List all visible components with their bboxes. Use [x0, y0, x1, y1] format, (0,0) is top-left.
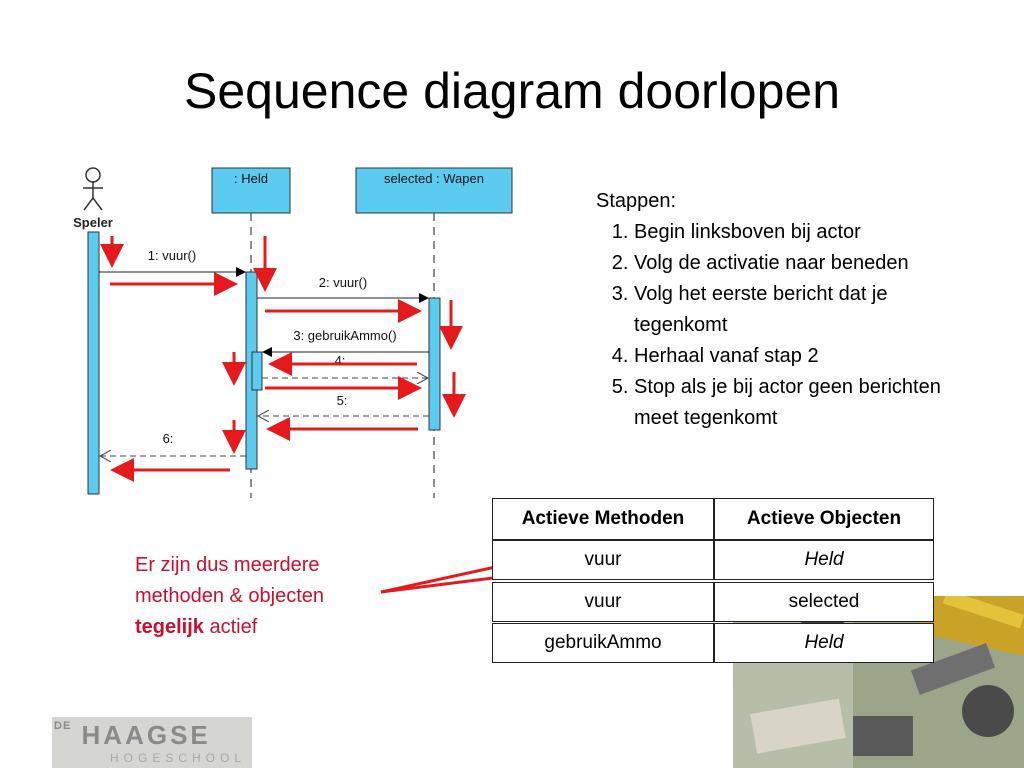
message-6-label: 6:	[163, 431, 174, 446]
note-bold: tegelijk	[135, 616, 204, 638]
activation-held-nested	[251, 351, 263, 391]
table-cell: vuur	[492, 540, 714, 580]
steps-list: Stappen: Begin linksboven bij actor Volg…	[596, 186, 976, 434]
message-3-label: 3: gebruikAmmo()	[293, 328, 396, 343]
table-header-methoden: Actieve Methoden	[492, 498, 714, 540]
note-text: Er zijn dus meerdere methoden & objecten…	[135, 550, 395, 643]
table-cell: gebruikAmmo	[492, 623, 714, 663]
step-item: Begin linksboven bij actor	[634, 217, 976, 248]
steps-heading: Stappen:	[596, 190, 677, 212]
message-4-label: 4:	[335, 353, 346, 368]
lifeline-label-wapen: selected : Wapen	[384, 171, 484, 186]
page-title: Sequence diagram doorlopen	[183, 63, 841, 119]
logo-main: HAAGSE	[81, 720, 211, 750]
table-cell: selected	[714, 582, 934, 622]
table-cell: Held	[714, 623, 934, 663]
step-item: Herhaal vanaf stap 2	[634, 341, 976, 372]
activation-wapen	[428, 297, 441, 431]
message-1-label: 1: vuur()	[148, 248, 196, 263]
table-cell: Held	[714, 540, 934, 580]
message-2-label: 2: vuur()	[319, 275, 367, 290]
logo-small: DE	[54, 720, 72, 732]
actor-label: Speler	[73, 215, 113, 230]
lifeline-label-held: : Held	[234, 171, 268, 186]
red-guide-arrows	[100, 236, 466, 482]
message-5-label: 5:	[337, 393, 348, 408]
lifeline-header-held	[211, 167, 291, 214]
step-item: Stop als je bij actor geen berichten mee…	[634, 372, 976, 434]
logo: DE HAAGSE HOGESCHOOL	[52, 717, 252, 768]
note-rest: actief	[203, 616, 258, 638]
table-header-objecten: Actieve Objecten	[714, 498, 934, 540]
activation-speler	[87, 231, 100, 495]
logo-sub: HOGESCHOOL	[110, 751, 247, 765]
note-line-1: Er zijn dus meerdere	[135, 554, 320, 576]
actor-speler: Speler	[73, 167, 113, 230]
step-item: Volg de activatie naar beneden	[634, 248, 976, 279]
note-line-2: methoden & objecten	[135, 585, 325, 607]
table-cell: vuur	[492, 582, 714, 622]
step-item: Volg het eerste bericht dat je tegenkomt	[634, 279, 976, 341]
